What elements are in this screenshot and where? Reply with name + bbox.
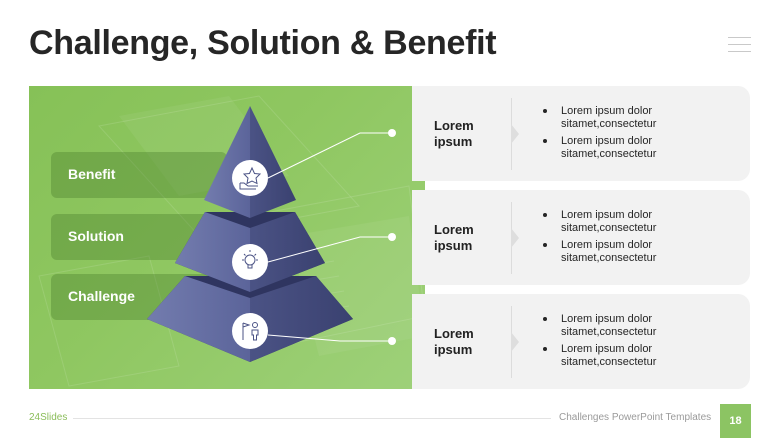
footer-brand: 24Slides <box>29 412 67 423</box>
card-title: Lorem ipsum <box>434 222 494 254</box>
connector-dot-3 <box>388 337 396 345</box>
card-bullet-list: Lorem ipsum dolor sitamet,consectetur Lo… <box>543 313 701 373</box>
lightbulb-icon <box>232 244 268 280</box>
card-title: Lorem ipsum <box>434 326 494 358</box>
page-number-badge: 18 <box>720 404 751 438</box>
card-bullet-list: Lorem ipsum dolor sitamet,consectetur Lo… <box>543 105 701 165</box>
chevron-right-icon <box>511 332 519 352</box>
card-challenge: Lorem ipsum Lorem ipsum dolor sitamet,co… <box>412 294 750 389</box>
card-benefit: Lorem ipsum Lorem ipsum dolor sitamet,co… <box>412 86 750 181</box>
card-solution: Lorem ipsum Lorem ipsum dolor sitamet,co… <box>412 190 750 285</box>
connector-dot-1 <box>388 129 396 137</box>
footer-divider <box>73 418 551 419</box>
card-title: Lorem ipsum <box>434 118 494 150</box>
list-item: Lorem ipsum dolor sitamet,consectetur <box>543 313 701 339</box>
list-item: Lorem ipsum dolor sitamet,consectetur <box>543 105 701 131</box>
list-item: Lorem ipsum dolor sitamet,consectetur <box>543 209 701 235</box>
chevron-right-icon <box>511 124 519 144</box>
hand-star-icon <box>232 160 268 196</box>
list-item: Lorem ipsum dolor sitamet,consectetur <box>543 135 701 161</box>
card-bullet-list: Lorem ipsum dolor sitamet,consectetur Lo… <box>543 209 701 269</box>
list-item: Lorem ipsum dolor sitamet,consectetur <box>543 343 701 369</box>
connector-dot-2 <box>388 233 396 241</box>
list-item: Lorem ipsum dolor sitamet,consectetur <box>543 239 701 265</box>
footer-template-name: Challenges PowerPoint Templates <box>559 412 711 423</box>
person-flag-icon <box>232 313 268 349</box>
chevron-right-icon <box>511 228 519 248</box>
